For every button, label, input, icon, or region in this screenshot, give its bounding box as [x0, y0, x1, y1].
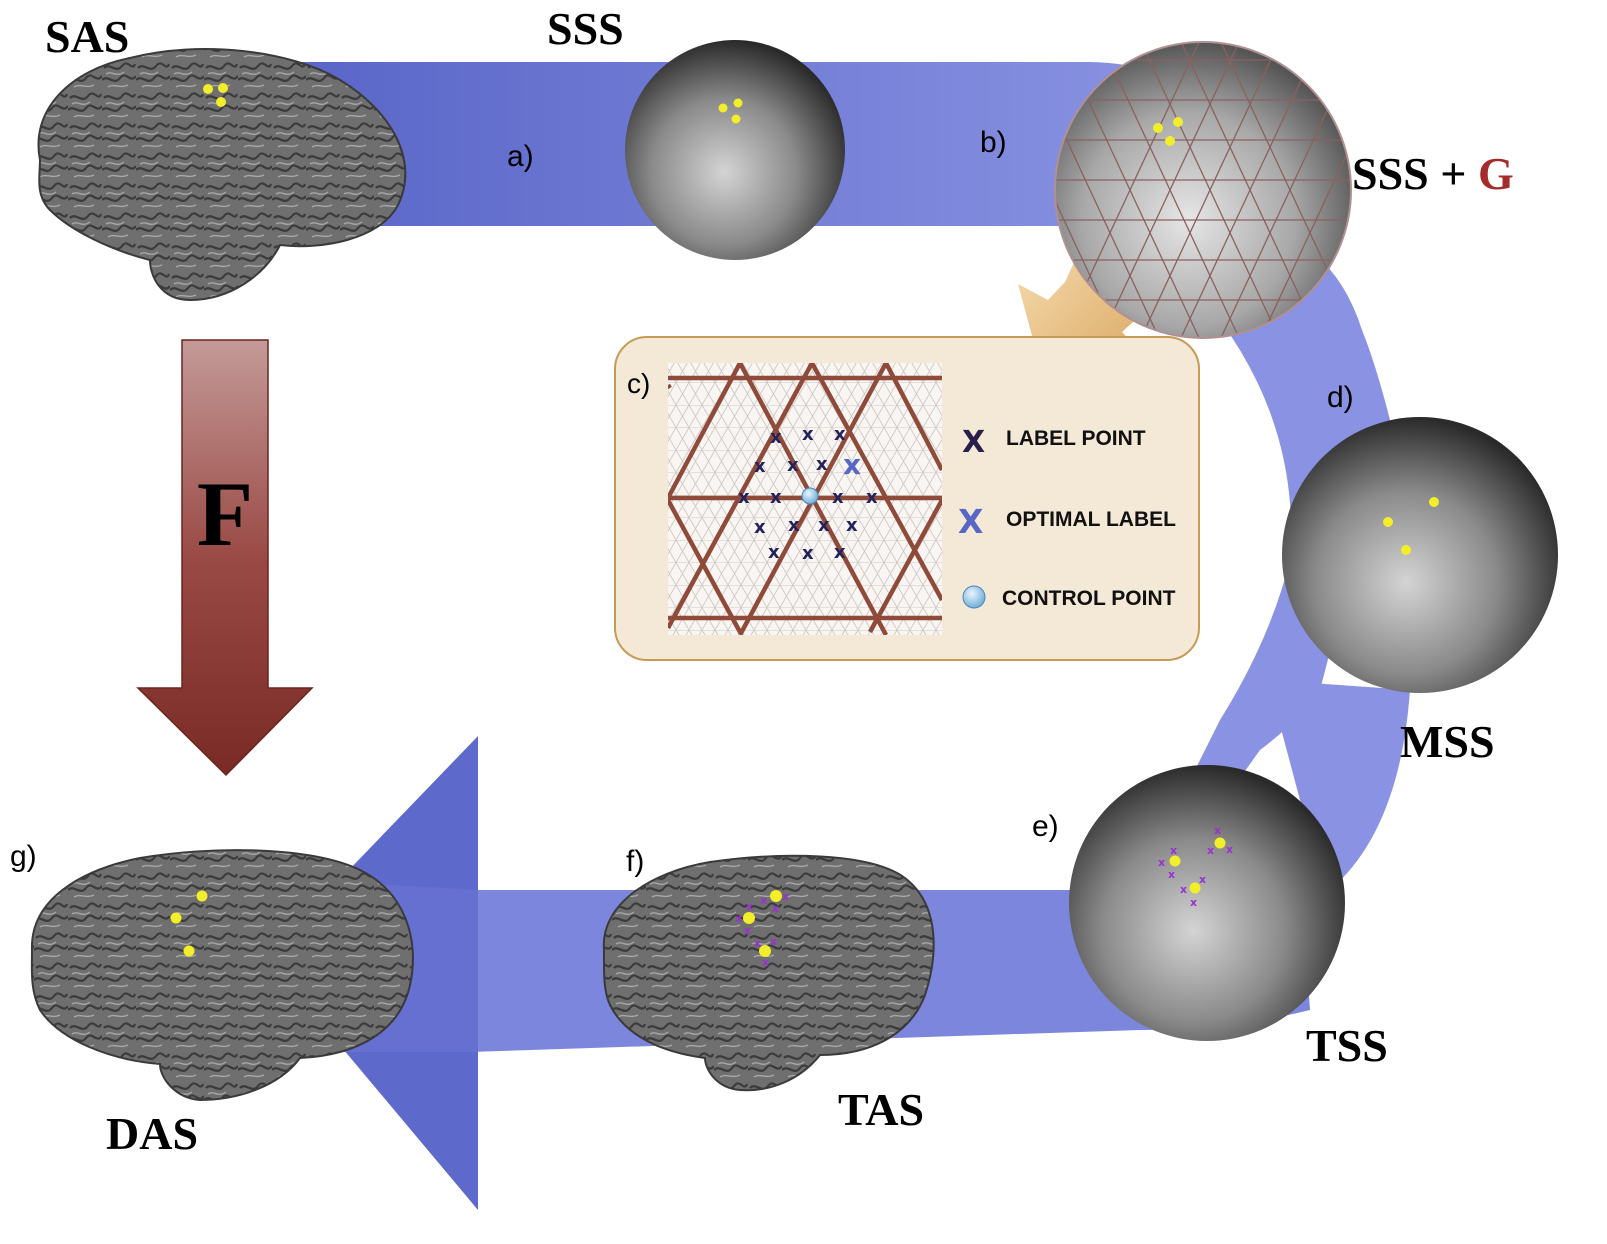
- svg-text:x: x: [770, 427, 782, 448]
- svg-text:x: x: [832, 487, 844, 508]
- svg-text:x: x: [762, 956, 769, 969]
- f-label: F: [197, 463, 253, 565]
- label-sss: SSS: [547, 3, 624, 54]
- tss-label-marks: xxx xxx xxx: [1158, 824, 1233, 909]
- destination-point: [196, 890, 208, 902]
- mss-sphere: [1282, 417, 1558, 693]
- optimal-label-mark: x: [843, 448, 861, 481]
- source-point: [203, 84, 213, 94]
- sss-g-sphere: [1054, 41, 1352, 339]
- svg-text:x: x: [802, 543, 814, 564]
- svg-text:x: x: [788, 515, 800, 536]
- control-point-mark: [801, 487, 819, 505]
- sss-sphere: [625, 40, 845, 260]
- svg-text:x: x: [1190, 896, 1197, 909]
- svg-text:x: x: [754, 937, 761, 950]
- source-point: [218, 83, 228, 93]
- step-d: d): [1327, 381, 1354, 414]
- label-das: DAS: [106, 1108, 198, 1159]
- destination-point: [170, 912, 182, 924]
- svg-text:x: x: [866, 487, 878, 508]
- control-point-text: CONTROL POINT: [1002, 587, 1176, 610]
- label-point-icon: X: [962, 425, 985, 460]
- svg-text:x: x: [735, 912, 742, 925]
- svg-text:x: x: [1207, 844, 1214, 857]
- svg-text:x: x: [738, 487, 750, 508]
- label-point-text: LABEL POINT: [1006, 427, 1146, 450]
- svg-text:x: x: [834, 424, 846, 445]
- svg-text:x: x: [768, 542, 780, 563]
- target-label-cluster: [743, 890, 782, 957]
- svg-text:x: x: [1180, 883, 1187, 896]
- svg-text:x: x: [816, 454, 828, 475]
- step-b: b): [980, 126, 1007, 159]
- label-tas: TAS: [838, 1084, 924, 1135]
- g-symbol: G: [1478, 148, 1514, 199]
- destination-brain: [30, 849, 414, 1102]
- svg-text:x: x: [770, 487, 782, 508]
- svg-text:x: x: [787, 455, 799, 476]
- svg-text:x: x: [818, 515, 830, 536]
- label-mss: MSS: [1400, 716, 1495, 767]
- step-a: a): [507, 140, 534, 173]
- svg-text:x: x: [1199, 873, 1206, 886]
- destination-point: [183, 945, 195, 957]
- label-sss-g: SSS + G: [1352, 148, 1514, 199]
- source-brain: [37, 48, 407, 302]
- control-point-icon: [962, 585, 986, 609]
- svg-text:x: x: [802, 424, 814, 445]
- svg-text:x: x: [1214, 824, 1221, 837]
- f-arrow: F: [136, 339, 314, 777]
- label-sas: SAS: [45, 11, 129, 62]
- svg-text:x: x: [846, 515, 858, 536]
- optimal-label-icon: X: [958, 502, 983, 541]
- svg-text:x: x: [772, 902, 779, 915]
- svg-text:x: x: [746, 900, 753, 913]
- step-g: g): [10, 840, 37, 873]
- step-f: f): [626, 845, 644, 878]
- step-e: e): [1032, 810, 1059, 843]
- grid-mesh: [1055, 42, 1351, 338]
- optimal-label-text: OPTIMAL LABEL: [1006, 508, 1176, 531]
- svg-text:x: x: [834, 542, 846, 563]
- svg-text:x: x: [770, 935, 777, 948]
- tss-sphere: xxx xxx xxx: [1069, 765, 1345, 1041]
- source-point: [216, 97, 226, 107]
- svg-text:x: x: [754, 456, 766, 477]
- label-tss: TSS: [1306, 1020, 1388, 1071]
- svg-text:x: x: [744, 924, 751, 937]
- svg-text:x: x: [1226, 843, 1233, 856]
- svg-text:x: x: [1168, 868, 1175, 881]
- svg-text:x: x: [754, 517, 766, 538]
- legend: X LABEL POINT X OPTIMAL LABEL CONTROL PO…: [958, 425, 1176, 610]
- svg-text:x: x: [1158, 856, 1165, 869]
- svg-text:x: x: [760, 894, 767, 907]
- svg-text:x: x: [782, 890, 789, 903]
- svg-text:x: x: [1170, 844, 1177, 857]
- step-c: c): [627, 368, 650, 399]
